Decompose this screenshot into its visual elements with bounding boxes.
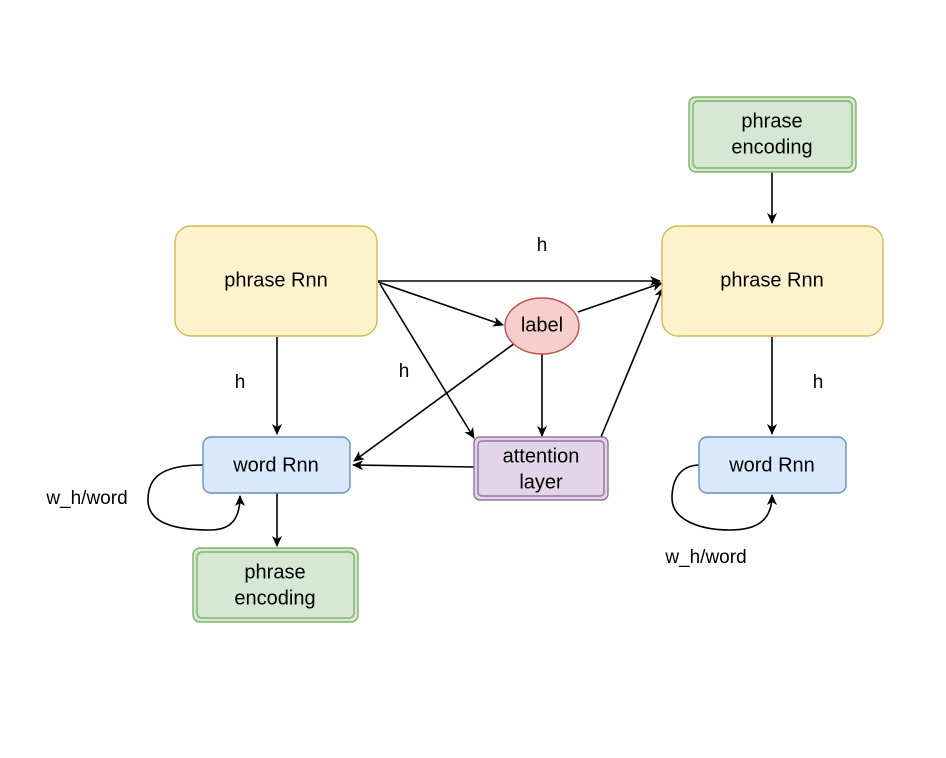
node-attention-layer-line2: layer	[519, 471, 563, 493]
node-phrase-encoding-top-line2: encoding	[731, 136, 812, 158]
node-phrase-rnn-left-label: phrase Rnn	[224, 269, 327, 291]
node-phrase-encoding-top[interactable]: phrase encoding	[688, 96, 857, 173]
edge-phrase-rnn-left-to-label	[377, 281, 504, 327]
edge-attention-to-phrase-rnn-right	[600, 287, 664, 438]
node-attention-layer[interactable]: attention layer	[473, 436, 609, 501]
edge-label-to-phrase-rnn-right	[577, 281, 663, 313]
node-phrase-encoding-bottom-line2: encoding	[234, 587, 315, 609]
edge-label-h-middle: h	[399, 361, 410, 382]
edge-label-h-left: h	[235, 372, 246, 393]
node-phrase-rnn-right-label: phrase Rnn	[720, 269, 823, 291]
node-phrase-encoding-bottom-line1: phrase	[244, 561, 305, 583]
edge-label-to-word-rnn	[353, 342, 516, 462]
edge-label-h-right: h	[813, 372, 824, 393]
node-label-text: label	[521, 314, 563, 336]
edge-attention-to-word-rnn	[352, 460, 475, 471]
node-phrase-rnn-right[interactable]: phrase Rnn	[661, 225, 884, 337]
node-phrase-rnn-left[interactable]: phrase Rnn	[174, 225, 378, 337]
edge-label-loop-left: w_h/word	[45, 488, 127, 509]
node-word-rnn-left[interactable]: word Rnn	[202, 436, 351, 494]
node-attention-layer-line1: attention	[503, 445, 580, 467]
edge-phrase-rnn-left-to-attention	[379, 283, 475, 439]
edge-label-loop-right: w_h/word	[664, 547, 746, 568]
node-word-rnn-left-label: word Rnn	[232, 454, 319, 476]
loop-edge-right	[671, 464, 777, 531]
edge-label-h-top: h	[537, 235, 548, 256]
node-phrase-encoding-top-line1: phrase	[741, 110, 802, 132]
loop-edge-left	[147, 464, 245, 531]
node-word-rnn-right[interactable]: word Rnn	[698, 436, 847, 494]
node-phrase-encoding-bottom[interactable]: phrase encoding	[192, 547, 359, 623]
node-word-rnn-right-label: word Rnn	[728, 454, 815, 476]
node-label[interactable]: label	[504, 297, 580, 355]
